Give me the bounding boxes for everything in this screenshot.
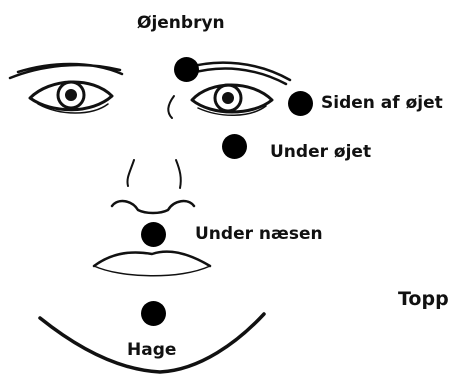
lower-lip	[94, 266, 210, 276]
right-eyebrow	[185, 63, 290, 84]
under-nose-point	[141, 222, 166, 247]
nostrils	[112, 201, 194, 213]
cut-off-label: Topp	[398, 290, 449, 309]
nose-bridge-left	[127, 160, 134, 186]
right-pupil	[222, 92, 234, 104]
chin-point	[141, 301, 166, 326]
chin-label: Hage	[127, 342, 176, 359]
upper-lip	[94, 252, 210, 266]
under-nose-label: Under næsen	[195, 226, 323, 243]
eyebrow-point	[174, 57, 199, 82]
left-pupil	[65, 89, 77, 101]
under-eye-label: Under øjet	[270, 144, 371, 161]
nose-bridge-right	[176, 160, 181, 188]
side-of-eye-point	[288, 91, 313, 116]
side-of-eye-label: Siden af øjet	[321, 95, 443, 112]
eyebrow-label: Øjenbryn	[137, 15, 225, 32]
under-eye-point	[222, 134, 247, 159]
nose-left-line	[168, 96, 174, 118]
left-eyebrow	[10, 64, 122, 78]
